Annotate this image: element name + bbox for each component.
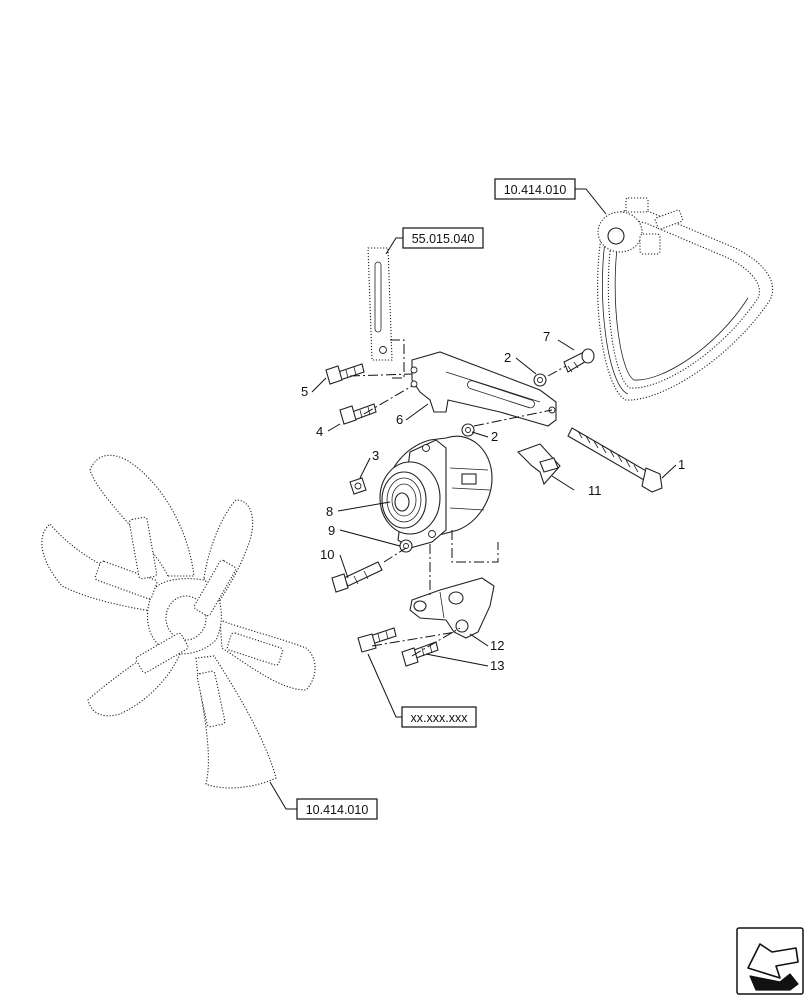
drive-belt-assembly [597, 197, 774, 401]
mounting-bracket [410, 351, 557, 427]
callout-leaders [311, 339, 677, 667]
ref-box-fan[interactable]: 10.414.010 [296, 798, 378, 820]
ref-box-belt[interactable]: 10.414.010 [494, 178, 576, 200]
ref-label-bolt[interactable]: xx.xxx.xxx [411, 711, 469, 725]
washer-2-lower [461, 423, 475, 437]
callout-2-lower: 2 [491, 429, 498, 444]
ref-label-belt[interactable]: 10.414.010 [504, 183, 567, 197]
callout-1: 1 [678, 457, 685, 472]
assembly-guide-lines [349, 365, 567, 657]
arrow-navigation-icon[interactable] [736, 927, 804, 995]
callout-5: 5 [301, 384, 308, 399]
callout-2-upper: 2 [504, 350, 511, 365]
long-bolt [567, 427, 663, 493]
bolt-7 [563, 348, 595, 373]
callout-4: 4 [316, 424, 323, 439]
bolt-4 [339, 403, 377, 425]
bolt-13 [401, 641, 439, 667]
ref-box-bolt[interactable]: xx.xxx.xxx [401, 706, 477, 728]
cooling-fan [41, 454, 316, 789]
callout-3: 3 [372, 448, 379, 463]
support-strip [367, 247, 405, 379]
lower-mount-bracket [409, 577, 495, 639]
callout-10: 10 [320, 547, 334, 562]
ref-label-fan[interactable]: 10.414.010 [306, 803, 369, 817]
alternator [379, 435, 493, 549]
callout-6: 6 [396, 412, 403, 427]
bolt-10 [331, 561, 383, 593]
spacer-plate [517, 443, 561, 486]
callout-8: 8 [326, 504, 333, 519]
callout-9: 9 [328, 523, 335, 538]
callout-12: 12 [490, 638, 504, 653]
callout-7: 7 [543, 329, 550, 344]
bolt-5 [325, 363, 365, 385]
washer-2-upper [533, 373, 547, 387]
washer-9 [399, 539, 413, 553]
callout-13: 13 [490, 658, 504, 673]
nut-3 [349, 477, 367, 495]
ref-box-support[interactable]: 55.015.040 [402, 227, 484, 249]
callout-11: 11 [588, 483, 602, 498]
bolt-lower-left [357, 627, 397, 653]
ref-label-support[interactable]: 55.015.040 [412, 232, 475, 246]
